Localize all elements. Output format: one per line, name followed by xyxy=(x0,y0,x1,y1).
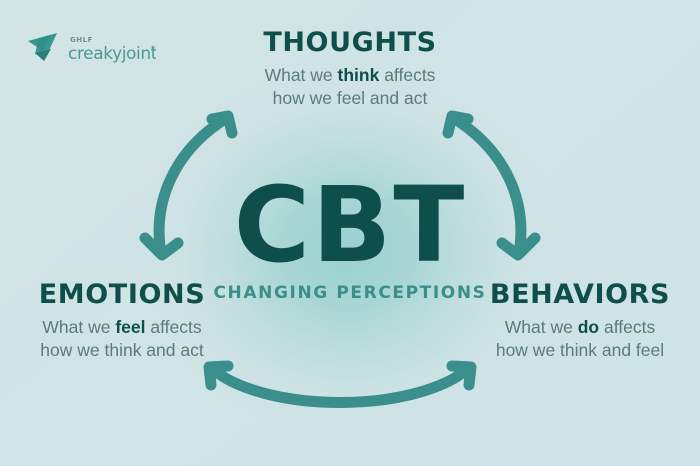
emphasis-word: do xyxy=(577,316,600,337)
node-emotions-heading: EMOTIONS xyxy=(38,279,206,310)
center-label-group: CBT CHANGING PERCEPTIONS xyxy=(0,164,700,303)
text-fragment: What we xyxy=(264,64,338,85)
svg-text:GHLF: GHLF xyxy=(70,36,93,44)
svg-text:creakyjoints: creakyjoints xyxy=(68,44,156,64)
node-emotions-line2: how we think and act xyxy=(40,339,204,360)
text-fragment: affects xyxy=(379,64,436,85)
page-title: CBT xyxy=(233,164,467,286)
node-behaviors-description: What we do affects how we think and feel xyxy=(468,316,692,362)
text-fragment: affects xyxy=(599,316,656,337)
node-thoughts-line1: What we think affects xyxy=(265,65,436,85)
creakyjoints-leaf-mark-icon xyxy=(28,33,57,61)
text-fragment: What we xyxy=(42,316,116,337)
node-behaviors-line2: how we think and feel xyxy=(495,339,665,360)
node-thoughts-line2: how we feel and act xyxy=(272,87,428,108)
node-behaviors-line1: What we do affects xyxy=(505,317,655,337)
node-emotions-description: What we feel affects how we think and ac… xyxy=(12,316,232,362)
node-behaviors: BEHAVIORS What we do affects how we thin… xyxy=(468,280,692,362)
text-fragment: affects xyxy=(145,316,202,337)
node-emotions: EMOTIONS What we feel affects how we thi… xyxy=(12,280,232,362)
node-thoughts: THOUGHTS What we think affects how we fe… xyxy=(210,28,490,110)
emphasis-word: feel xyxy=(115,316,146,337)
arrow-emotions-behaviors xyxy=(203,360,477,408)
node-thoughts-description: What we think affects how we feel and ac… xyxy=(210,64,490,110)
page-subtitle: CHANGING PERCEPTIONS xyxy=(213,282,487,303)
node-behaviors-heading: BEHAVIORS xyxy=(489,279,671,310)
svg-text:®: ® xyxy=(150,45,156,52)
node-emotions-line1: What we feel affects xyxy=(42,317,201,337)
node-thoughts-heading: THOUGHTS xyxy=(263,27,437,58)
emphasis-word: think xyxy=(337,64,380,85)
creakyjoints-logo: GHLF creakyjoints ® xyxy=(26,30,156,64)
text-fragment: What we xyxy=(504,316,578,337)
